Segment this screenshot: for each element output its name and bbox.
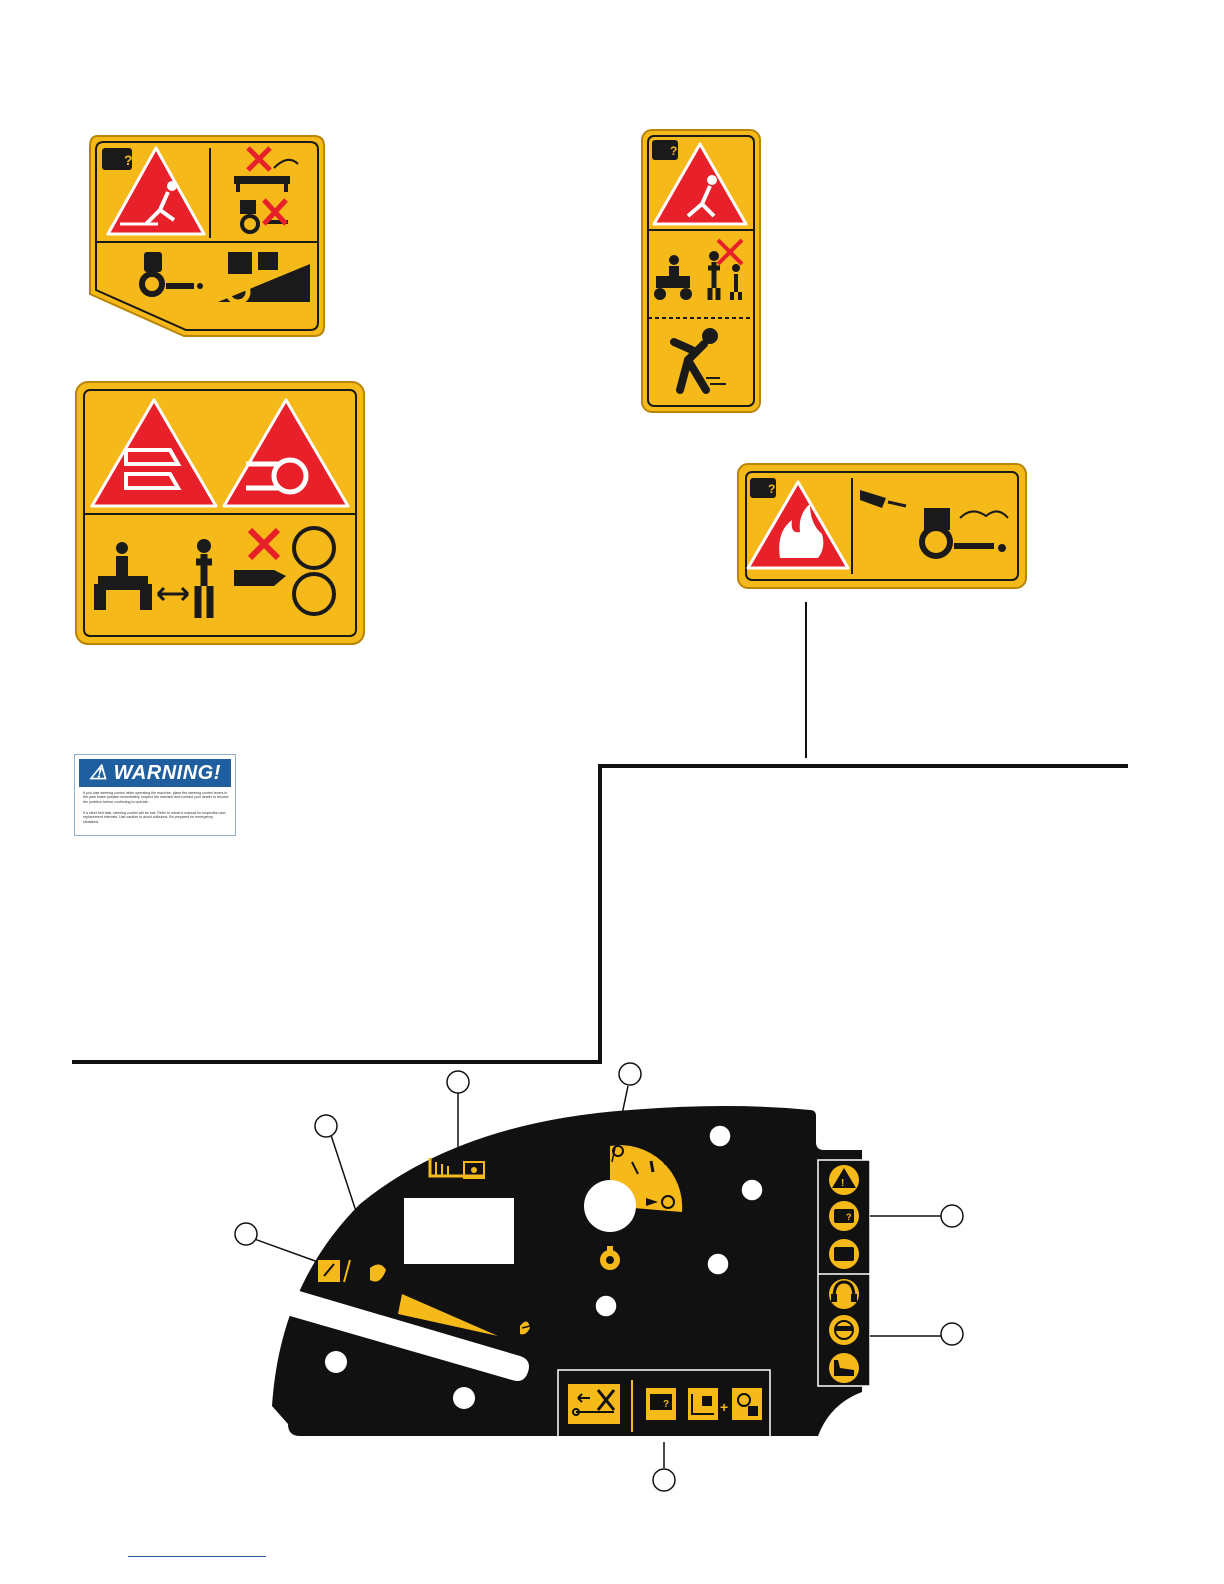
- no-ignition-key-icon: [568, 1384, 620, 1424]
- warning-triangle-icon: ⚠: [89, 762, 108, 784]
- mount-hole-right: [453, 1387, 475, 1409]
- svg-text:!: !: [841, 1178, 844, 1189]
- callout-circle: [740, 1178, 764, 1202]
- caution-icon: !: [829, 1165, 859, 1195]
- throttle-slot: [281, 1289, 529, 1381]
- warning-title: ⚠ WARNING!: [79, 759, 231, 787]
- parking-brake-icon: [318, 1259, 351, 1283]
- callout-circle: [618, 1062, 642, 1086]
- hour-meter-icon: [428, 1158, 485, 1179]
- throttle-off-mark: [612, 1145, 624, 1157]
- thrown-objects-decal: ?: [89, 135, 325, 337]
- thrown-object-hazard-icon: [652, 142, 748, 226]
- callout-circle: [314, 1114, 338, 1138]
- callout-circle: [940, 1204, 964, 1228]
- keep-bystanders-away-icon: [654, 238, 744, 300]
- callout-circle: [234, 1222, 258, 1246]
- choke-icon: [661, 1195, 675, 1209]
- pto-engage-icon: [688, 1388, 718, 1420]
- svg-text:?: ?: [670, 144, 677, 158]
- svg-text:?: ?: [846, 1212, 852, 1222]
- safety-shoes-icon: [829, 1353, 859, 1383]
- callout-circle: [594, 1294, 618, 1318]
- belt-entanglement-hazard-icon: [222, 398, 350, 508]
- callouts: [234, 1062, 964, 1492]
- key-icon: [600, 1246, 620, 1270]
- rollover-slope-icon: [218, 252, 310, 305]
- no-bystanders-icon: [240, 198, 288, 234]
- side-icon-column: ! ?: [817, 1159, 871, 1387]
- pinch-entanglement-decal: [75, 381, 365, 645]
- svg-text:?: ?: [663, 1399, 669, 1410]
- eye-protection-icon: [829, 1315, 859, 1345]
- warning-label: ⚠ WARNING! If you lose steering control …: [74, 754, 236, 836]
- throttle-on-mark: [649, 1160, 655, 1173]
- callout-circle: [446, 1070, 470, 1094]
- fast-rabbit-icon: [370, 1264, 386, 1282]
- warning-text-1: If you lose steering control while opera…: [83, 791, 229, 804]
- read-manual-icon: ?: [750, 478, 776, 498]
- pinch-point-hazard-icon: [90, 398, 218, 508]
- no-raise-deck-icon: [234, 146, 299, 192]
- callout-circle: [708, 1124, 732, 1148]
- callout-circle: [940, 1322, 964, 1346]
- thrown-object-hazard-icon: [106, 146, 206, 236]
- read-manual-icon: [829, 1239, 859, 1269]
- read-manual-icon: ?: [652, 140, 678, 160]
- control-panel: ! ?: [272, 1106, 871, 1443]
- display-window: [404, 1198, 514, 1264]
- no-hand-near-rotating-parts-icon: [234, 526, 336, 616]
- read-manual-icon: ?: [102, 148, 133, 170]
- hearing-protection-icon: [829, 1279, 859, 1309]
- cutting-blade-decal: ?: [641, 129, 761, 413]
- callout-circle: [706, 1252, 730, 1276]
- mount-hole-left: [325, 1351, 347, 1373]
- refueling-icon: [860, 490, 1009, 559]
- read-manual-icon: ?: [829, 1201, 859, 1231]
- warning-text-2: If a steer belt fails, steering control …: [83, 811, 226, 824]
- throttle-decal: [584, 1145, 683, 1232]
- fire-hazard-decal: ?: [737, 463, 1027, 589]
- plus-sign: +: [720, 1399, 728, 1415]
- throttle-wedge-icon: [398, 1294, 498, 1336]
- pto-lock-icon: [732, 1388, 762, 1420]
- bottom-icon-strip: ? +: [557, 1369, 771, 1443]
- seated-operator-icon: [139, 252, 203, 297]
- keep-distance-icon: [94, 539, 214, 618]
- svg-text:?: ?: [768, 482, 775, 496]
- footer-link-underline[interactable]: [128, 1556, 266, 1557]
- svg-text:?: ?: [124, 152, 133, 168]
- fire-hazard-icon: [746, 480, 850, 570]
- back-injury-icon: [670, 328, 726, 394]
- callout-circle: [652, 1468, 676, 1492]
- read-manual-icon: ?: [646, 1388, 676, 1420]
